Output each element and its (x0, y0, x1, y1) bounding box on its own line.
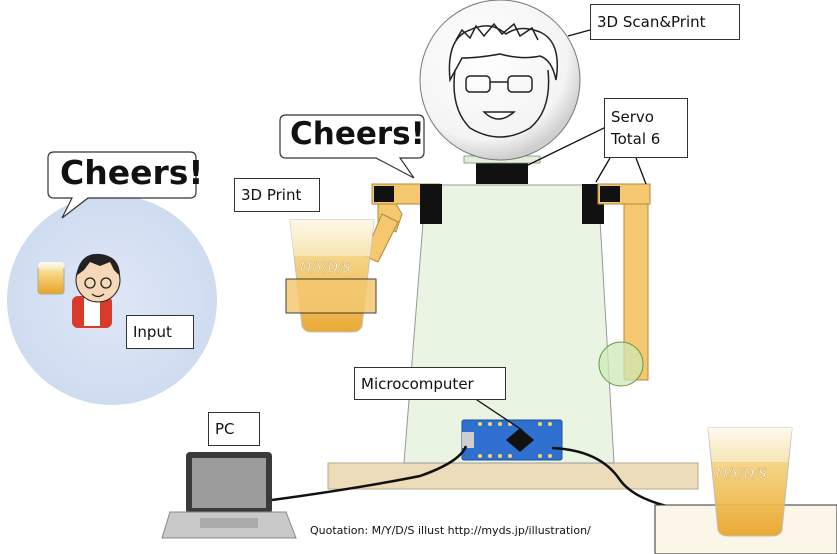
label-microcomputer: Microcomputer (354, 367, 506, 400)
label-3d-scan-print: 3D Scan&Print (590, 4, 740, 40)
scan-pointer (567, 29, 591, 37)
label-servo-line1: Servo (611, 108, 654, 126)
label-3d-print: 3D Print (234, 178, 320, 212)
label-input: Input (126, 315, 194, 349)
pc-cable (271, 445, 468, 502)
left-speech-bubble (47, 151, 197, 219)
input-circle (7, 195, 217, 405)
servo-pointer-1 (595, 157, 611, 183)
robot-head (419, 0, 581, 161)
left-bubble-text: Cheers! (60, 153, 204, 192)
held-glass-logo: M/Y/D/S (300, 261, 351, 276)
neck-servo (476, 162, 528, 184)
left-arm (363, 183, 442, 263)
held-beer-glass (285, 219, 377, 333)
laptop-icon (161, 452, 297, 539)
right-beer-glass (707, 427, 793, 537)
robot-speech-bubble (279, 114, 425, 179)
label-servo-line2: Total 6 (611, 130, 661, 148)
robot-bubble-text: Cheers! (290, 116, 425, 152)
right-arm (582, 183, 651, 387)
base-platform (327, 462, 699, 490)
servo-pointer-2 (635, 157, 647, 185)
remote-user-illustration (37, 253, 121, 328)
label-pc: PC (208, 412, 260, 446)
right-glass-logo: M/Y/D/S (716, 467, 767, 482)
glass-holder (285, 278, 377, 314)
elbow-joint-circle (598, 341, 644, 387)
micro-pointer (473, 397, 523, 431)
quotation-credit: Quotation: M/Y/D/S illust http://myds.jp… (310, 524, 591, 537)
neck-pointer (525, 125, 609, 167)
microcontroller-board (461, 419, 563, 461)
label-servo: Servo Total 6 (604, 98, 688, 158)
